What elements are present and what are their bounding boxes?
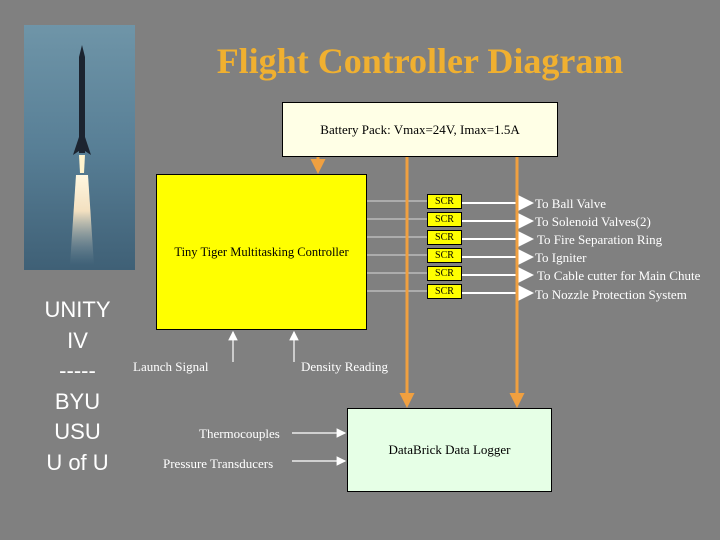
density-reading-label: Density Reading (301, 359, 389, 374)
team-line: IV (67, 327, 88, 353)
team-line: USU (54, 419, 101, 444)
scr-box: SCR (427, 248, 462, 263)
team-line: BYU (54, 388, 101, 414)
scr-box: SCR (427, 230, 462, 245)
thermocouples-label: Thermocouples (199, 426, 280, 441)
output-label: To Cable cutter for Main Chute (537, 268, 701, 283)
output-label: To Fire Separation Ring (537, 232, 663, 247)
output-label: To Solenoid Valves(2) (535, 214, 651, 229)
output-label: To Ball Valve (535, 196, 607, 211)
scr-box: SCR (427, 284, 462, 299)
output-label: To Igniter (535, 250, 587, 265)
team-line: UNITY (44, 297, 111, 322)
rocket-photo (24, 25, 135, 270)
team-line: ----- (59, 358, 96, 383)
output-label: To Nozzle Protection System (535, 287, 687, 302)
team-line: U of U (46, 449, 109, 475)
scr-box: SCR (427, 194, 462, 209)
battery-pack-box: Battery Pack: Vmax=24V, Imax=1.5A (282, 102, 558, 157)
data-logger-box: DataBrick Data Logger (347, 408, 552, 492)
scr-box: SCR (427, 266, 462, 281)
launch-signal-label: Launch Signal (133, 359, 209, 374)
slide-title: Flight Controller Diagram (216, 41, 624, 81)
scr-box: SCR (427, 212, 462, 227)
team-list: UNITY IV ----- BYU USU U of U (20, 295, 135, 478)
controller-box: Tiny Tiger Multitasking Controller (156, 174, 367, 330)
pressure-transducers-label: Pressure Transducers (163, 456, 274, 471)
